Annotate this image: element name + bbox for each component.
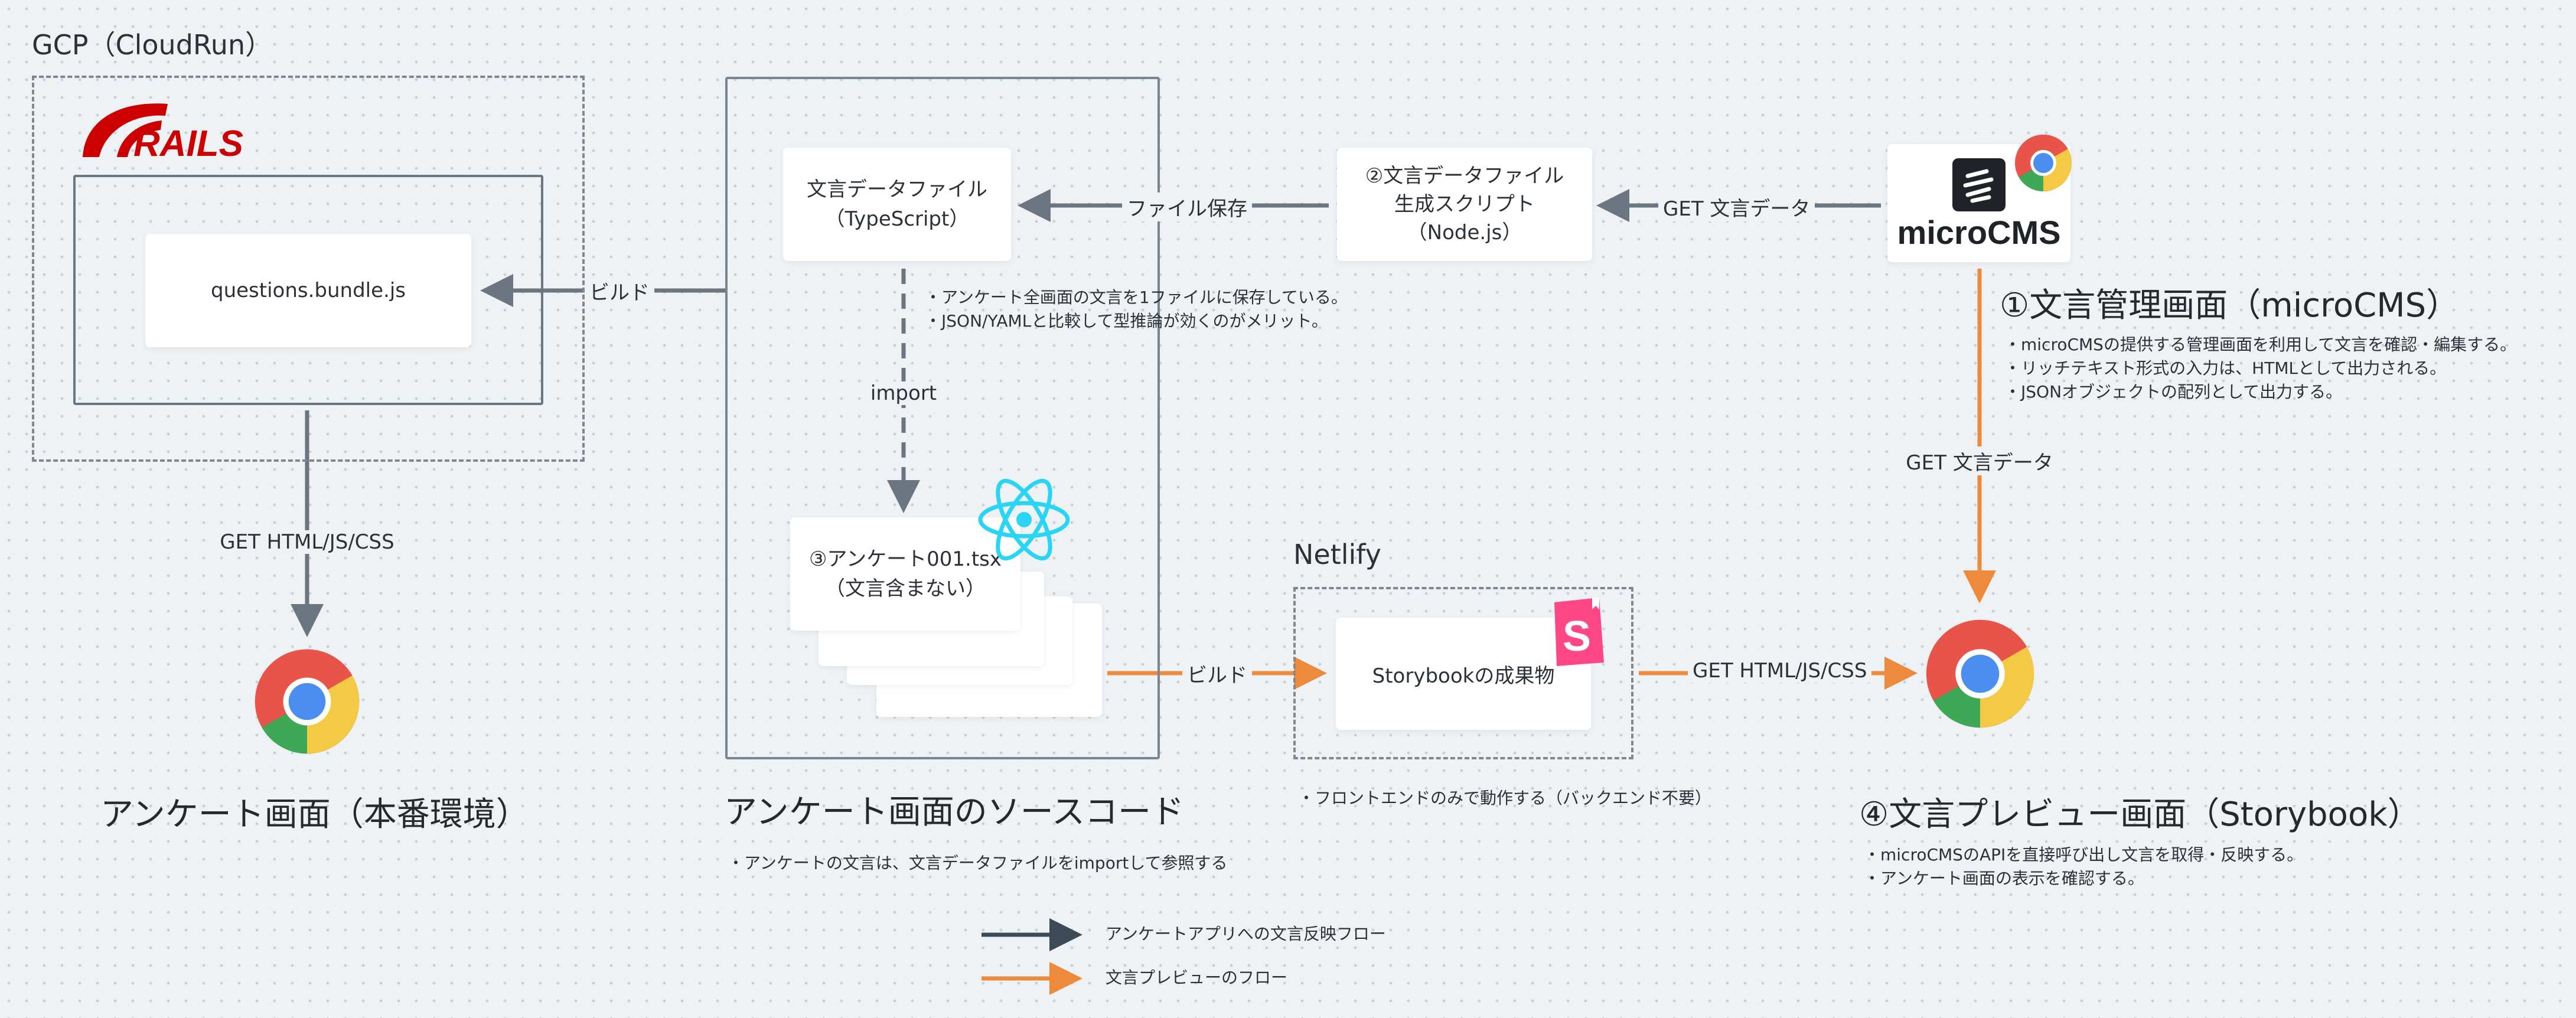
- edge-label-build-right: ビルド: [1182, 659, 1252, 688]
- gcp-group-frame: [32, 76, 585, 462]
- script-line2: 生成スクリプト: [1394, 192, 1535, 216]
- storybook-logo: S: [1551, 596, 1607, 667]
- rails-icon: RAILS: [83, 103, 243, 164]
- script-node: ②文言データファイル 生成スクリプト （Node.js）: [1337, 148, 1592, 261]
- title-cms-screen: ①文言管理画面（microCMS）: [2000, 286, 2460, 325]
- chrome-icon: [2015, 134, 2072, 192]
- legend-orange-label: 文言プレビューのフロー: [1106, 968, 1288, 987]
- edge-label-build-left: ビルド: [585, 276, 654, 305]
- wording-file-note-1: ・アンケート全画面の文言を1ファイルに保存している。: [925, 288, 1348, 307]
- react-icon: [978, 478, 1070, 561]
- netlify-group-label: Netlify: [1293, 539, 1381, 570]
- cms-note-2: ・リッチテキスト形式の入力は、HTMLとして出力される。: [2004, 358, 2447, 378]
- title-survey-screen: アンケート画面（本番環境）: [100, 795, 529, 834]
- source-code-note: ・アンケートの文言は、文言データファイルをimportして参照する: [728, 853, 1228, 873]
- react-logo: [977, 477, 1071, 562]
- wording-file-notes: ・アンケート全画面の文言を1ファイルに保存している。 ・JSON/YAMLと比較…: [925, 286, 1348, 333]
- storybook-icon: S: [1554, 598, 1604, 666]
- tsx-line2: （文言含まない）: [825, 577, 986, 601]
- microcms-wordmark: microCMS: [1897, 214, 2061, 251]
- legend-dark-label: アンケートアプリへの文言反映フロー: [1106, 924, 1386, 944]
- storybook-output-label: Storybookの成果物: [1372, 664, 1555, 688]
- edge-label-get-html-left: GET HTML/JS/CSS: [215, 530, 399, 554]
- storybook-letter: S: [1563, 613, 1591, 660]
- title-source-code: アンケート画面のソースコード: [724, 793, 1184, 831]
- edge-label-import: import: [865, 381, 942, 405]
- wording-file-note-2: ・JSON/YAMLと比較して型推論が効くのがメリット。: [925, 311, 1328, 331]
- chrome-icon: [1926, 619, 2034, 728]
- script-line3: （Node.js）: [1407, 221, 1522, 244]
- rails-app-frame: [73, 175, 543, 405]
- title-preview-screen: ④文言プレビュー画面（Storybook）: [1859, 795, 2421, 834]
- chrome-icon-production: [253, 647, 361, 756]
- tsx-line1: ③アンケート001.tsx: [809, 547, 1002, 571]
- storybook-output-node: Storybookの成果物: [1336, 618, 1591, 730]
- cms-note-3: ・JSONオブジェクトの配列として出力する。: [2004, 382, 2343, 402]
- chrome-icon-cms: [2014, 133, 2073, 192]
- bundle-node: questions.bundle.js: [145, 234, 471, 347]
- wording-file-line2: （TypeScript）: [824, 207, 970, 231]
- tsx-node: ③アンケート001.tsx （文言含まない）: [790, 517, 1020, 631]
- wording-file-line1: 文言データファイル: [807, 178, 987, 201]
- rails-logo: RAILS: [79, 96, 256, 164]
- script-line1: ②文言データファイル: [1365, 164, 1564, 188]
- cms-note-1: ・microCMSの提供する管理画面を利用して文言を確認・編集する。: [2004, 335, 2517, 354]
- bundle-label: questions.bundle.js: [210, 279, 406, 302]
- microcms-glyph-icon: [1963, 169, 1994, 203]
- microcms-icon: [1952, 158, 2006, 211]
- netlify-note: ・フロントエンドのみで動作する（バックエンド不要）: [1298, 788, 1712, 808]
- rails-wordmark: RAILS: [133, 123, 243, 161]
- source-code-frame: [725, 77, 1160, 759]
- wording-file-node: 文言データファイル （TypeScript）: [783, 148, 1011, 261]
- edge-label-get-wording-top: GET 文言データ: [1658, 192, 1815, 221]
- gcp-group-label: GCP（CloudRun）: [32, 29, 273, 61]
- cms-notes: ・microCMSの提供する管理画面を利用して文言を確認・編集する。 ・リッチテ…: [2004, 333, 2516, 404]
- preview-note-1: ・microCMSのAPIを直接呼び出し文言を取得・反映する。: [1864, 845, 2304, 864]
- edge-label-get-html-right: GET HTML/JS/CSS: [1688, 659, 1872, 683]
- chrome-icon-preview: [1924, 618, 2036, 730]
- preview-notes: ・microCMSのAPIを直接呼び出し文言を取得・反映する。 ・アンケート画面…: [1864, 843, 2303, 890]
- edge-label-get-wording-vertical: GET 文言データ: [1901, 446, 2058, 475]
- preview-note-2: ・アンケート画面の表示を確認する。: [1864, 869, 2144, 888]
- edge-label-save-file: ファイル保存: [1122, 192, 1252, 221]
- chrome-icon: [255, 649, 360, 754]
- netlify-group-frame: [1293, 587, 1633, 759]
